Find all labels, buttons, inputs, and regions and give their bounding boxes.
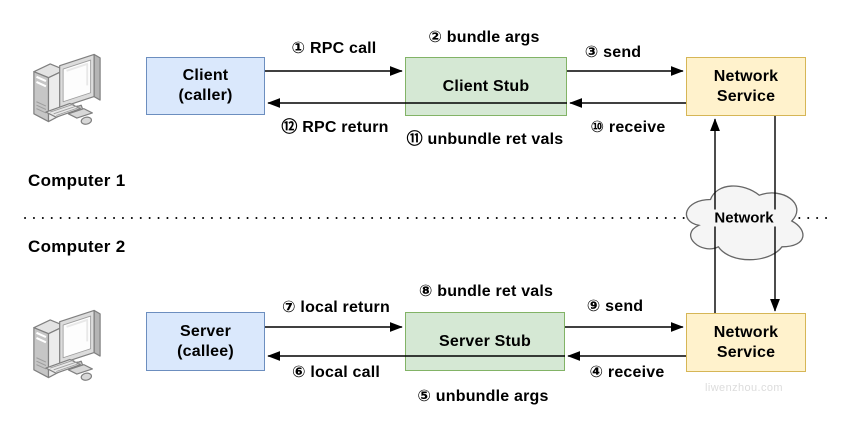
network-cloud-label: Network xyxy=(711,209,777,227)
step-send-top-label: ③ send xyxy=(584,44,642,61)
step-receive-top-label: ⑩ receive xyxy=(590,119,666,136)
computer1-label: Computer 1 xyxy=(28,171,126,190)
step-unbundle-ret-vals-label: ⑪ unbundle ret vals xyxy=(406,131,564,148)
server-node: Server (callee) xyxy=(146,312,265,371)
server-label-line1: Server xyxy=(179,322,232,340)
step-bundle-ret-vals-label: ⑧ bundle ret vals xyxy=(418,283,554,300)
step-rpc-call-label: ① RPC call xyxy=(291,40,377,57)
client-stub-node: Client Stub xyxy=(405,57,567,116)
network-service-bottom-node: Network Service xyxy=(686,313,806,372)
client-label-line2: (caller) xyxy=(178,87,233,104)
client-label-line1: Client xyxy=(182,67,229,84)
step-local-return-label: ⑦ local return xyxy=(282,299,390,316)
network-service-bottom-line1: Network xyxy=(713,323,779,341)
step-receive-bottom-label: ④ receive xyxy=(589,364,665,381)
desktop-computer-icon xyxy=(33,309,101,381)
desktop-computer-icon xyxy=(33,53,101,125)
step-local-call-label: ⑥ local call xyxy=(292,364,380,381)
server-label-line2: (callee) xyxy=(177,342,234,360)
watermark-text: liwenzhou.com xyxy=(705,382,783,394)
client-node: Client (caller) xyxy=(146,57,265,115)
client-stub-label: Client Stub xyxy=(442,77,530,95)
network-service-top-node: Network Service xyxy=(686,57,806,116)
server-stub-label: Server Stub xyxy=(438,332,531,350)
step-rpc-return-label: ⑫ RPC return xyxy=(281,119,389,136)
network-service-top-line1: Network xyxy=(713,67,779,85)
computer2-label: Computer 2 xyxy=(28,237,126,256)
network-service-top-line2: Service xyxy=(716,87,776,105)
server-stub-node: Server Stub xyxy=(405,312,565,371)
step-unbundle-args-label: ⑤ unbundle args xyxy=(417,388,549,405)
network-service-bottom-line2: Service xyxy=(716,343,776,361)
step-bundle-args-label: ② bundle args xyxy=(428,29,540,46)
step-send-bottom-label: ⑨ send xyxy=(586,298,644,315)
